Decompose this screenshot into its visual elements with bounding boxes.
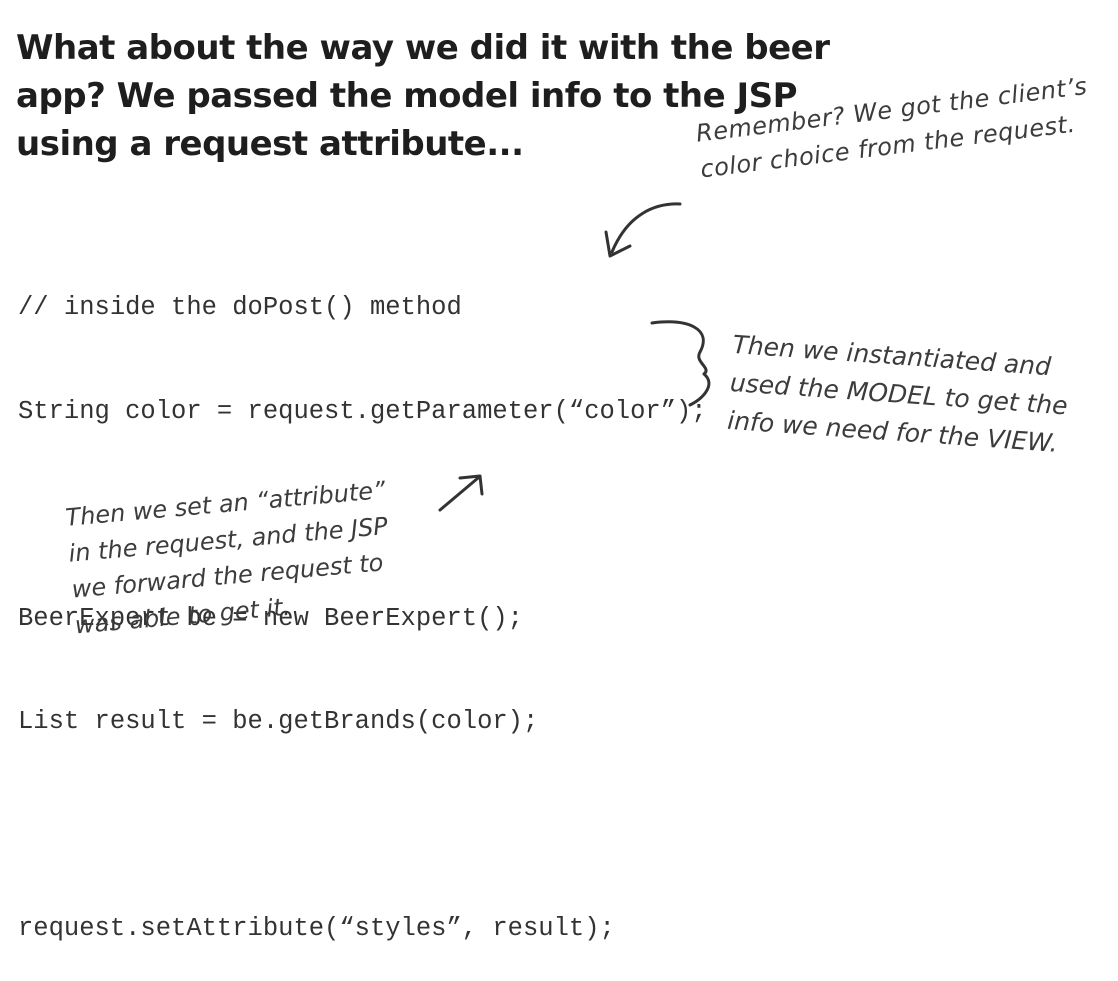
- code-line: // inside the doPost() method: [18, 293, 462, 322]
- heading-line: app? We passed the model info to the JSP: [16, 76, 798, 116]
- curly-brace-icon: [650, 320, 711, 407]
- code-line: List result = be.getBrands(color);: [18, 707, 539, 736]
- page-heading: What about the way we did it with the be…: [16, 24, 830, 168]
- arrowhead-setattribute-icon: [458, 474, 484, 496]
- arrowhead-getparameter-icon: [604, 230, 632, 258]
- code-line: [18, 809, 707, 844]
- arrow-to-setattribute-icon: [438, 476, 480, 512]
- heading-line: using a request attribute...: [16, 124, 524, 164]
- code-line: BeerExpert be = new BeerExpert();: [18, 603, 523, 633]
- code-line: String color = request.getParameter(“col…: [18, 396, 707, 426]
- handdrawn-marks: [438, 202, 711, 512]
- heading-line: What about the way we did it with the be…: [16, 28, 830, 68]
- code-line: request.setAttribute(“styles”, result);: [18, 914, 615, 943]
- arrow-to-getparameter-icon: [610, 202, 682, 254]
